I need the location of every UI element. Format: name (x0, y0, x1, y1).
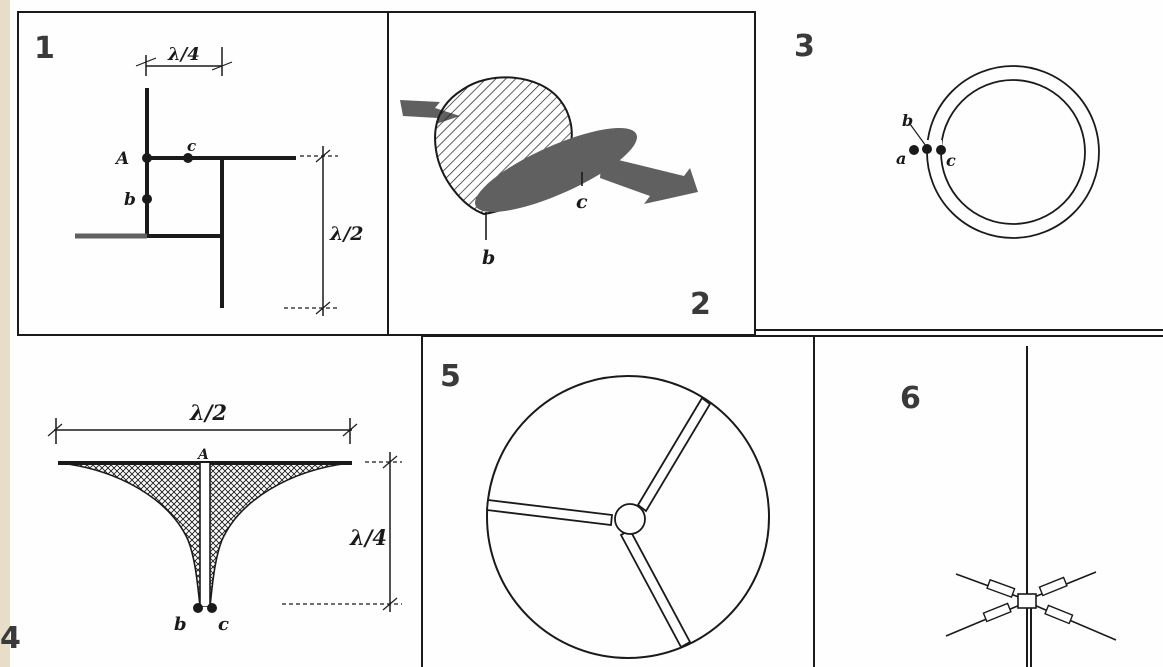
hub-circle (614, 503, 646, 535)
panel-1-height-label: λ/2 (329, 223, 363, 245)
panel-4-width-label: λ/2 (189, 400, 227, 425)
panel-4: 4 λ/2 A b c λ/4 (0, 400, 402, 656)
panel-1-label-c: c (187, 137, 196, 155)
panel-4-label-c: c (218, 614, 229, 635)
panel-2-label-b: b (482, 247, 495, 269)
disk-slots (486, 396, 712, 649)
disk-outline (486, 375, 770, 659)
point-c-3 (936, 145, 946, 155)
panel-4-label-A: A (196, 447, 209, 463)
point-c-1 (183, 153, 193, 163)
panel-4-number: 4 (0, 621, 21, 656)
inner-ring (940, 79, 1086, 225)
panel-5: 5 (421, 335, 1163, 667)
panel-2-number: 2 (690, 287, 711, 322)
panel-3-number: 3 (794, 29, 815, 64)
panel-4-height-label: λ/4 (349, 525, 387, 550)
panel-3: 3 a b c (755, 29, 1163, 331)
right-arrow (600, 156, 698, 204)
panel-1-label-A: A (114, 149, 129, 169)
panel-5-number: 5 (440, 359, 461, 394)
point-b-1 (142, 194, 152, 204)
gray-lobe (475, 128, 637, 212)
panel-6: 6 (900, 346, 1117, 667)
panel-3-label-c: c (946, 151, 956, 170)
panel-2-label-c: c (576, 191, 588, 213)
point-b-4 (193, 603, 203, 613)
feed-junction (1017, 593, 1037, 609)
panel-1-width-label: λ/4 (167, 44, 200, 65)
point-A-1 (142, 153, 152, 163)
panel-1-frame (17, 11, 389, 336)
panel-1: 1 λ/4 A c b λ/2 (17, 11, 389, 336)
point-a-3 (909, 145, 919, 155)
page-margin-strip (0, 0, 10, 667)
panel-1-number: 1 (34, 31, 55, 66)
loading-coils (982, 576, 1074, 625)
panel-6-number: 6 (900, 381, 921, 416)
point-b-3 (922, 144, 932, 154)
panel-3-label-b: b (902, 111, 913, 130)
panel-4-label-b: b (174, 614, 187, 635)
point-c-4 (207, 603, 217, 613)
panel-3-label-a: a (896, 149, 906, 168)
panel-2: b c 2 (387, 11, 756, 336)
panel-1-label-b: b (124, 190, 136, 210)
